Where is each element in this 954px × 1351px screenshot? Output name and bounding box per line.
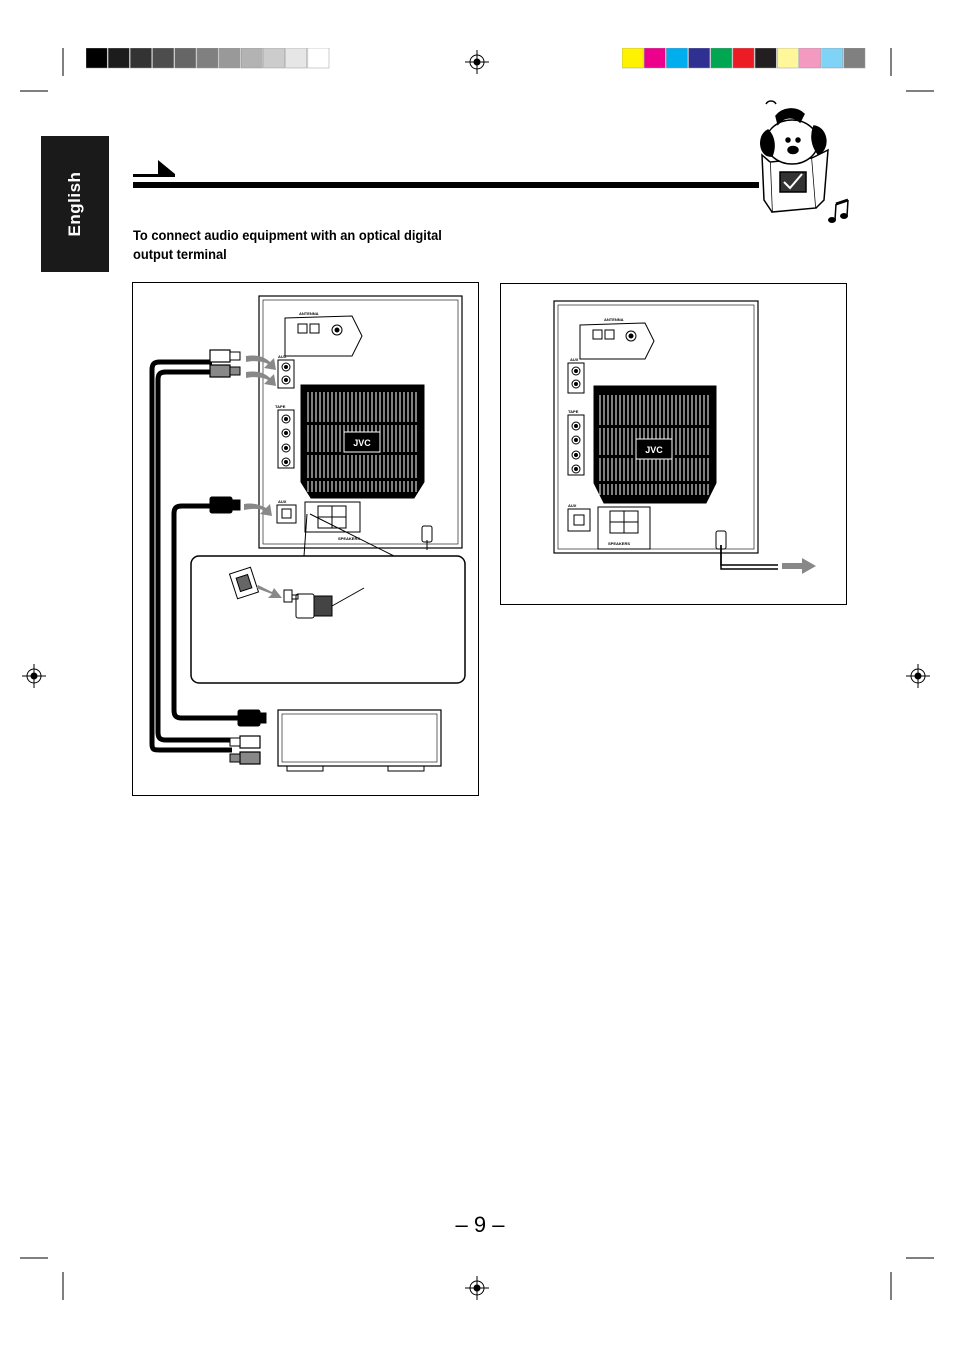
speakers-label-power: SPEAKERS [608, 541, 630, 546]
mascot-dog-illustration [760, 100, 849, 223]
section-arrow-icon [133, 160, 175, 174]
aux-label-power: AUX [570, 357, 579, 362]
registration-mark-bottom [465, 1276, 489, 1300]
grayscale-swatch-9 [285, 47, 308, 69]
brand-logo: JVC [353, 438, 371, 448]
color-swatch-10 [843, 47, 866, 69]
grayscale-calibration-bar [85, 47, 330, 69]
grayscale-swatch-3 [152, 47, 174, 69]
language-tab-label: English [65, 171, 84, 237]
registration-mark-top [465, 50, 489, 74]
antenna-label: ANTENNA [299, 311, 319, 316]
grayscale-swatch-6 [218, 47, 241, 69]
grayscale-swatches [85, 47, 330, 69]
external-audio-equipment [277, 709, 442, 772]
section-header-rule [133, 160, 759, 188]
brand-logo-power: JVC [645, 445, 663, 455]
color-swatch-3 [688, 47, 710, 69]
rca-cable [149, 349, 261, 765]
color-swatch-7 [777, 47, 799, 69]
color-swatches [621, 47, 866, 69]
connection-diagram: ANTENNA AUX TAPE AUX SPEAKERS JVC [149, 295, 466, 772]
grayscale-swatch-1 [107, 47, 130, 69]
diagram-frame-power [500, 283, 847, 605]
aux-label: AUX [278, 354, 287, 359]
color-swatch-6 [754, 47, 777, 69]
grayscale-swatch-8 [263, 47, 285, 69]
page-number: – 9 – [455, 1212, 505, 1237]
optical-plug-callout [190, 513, 466, 684]
digital-aux-label-power: AUX [568, 503, 577, 508]
diagram-frame-connection [132, 282, 479, 796]
music-note-icon [828, 198, 849, 223]
speakers-label: SPEAKERS [338, 536, 360, 541]
digital-aux-label: AUX [278, 499, 287, 504]
grayscale-swatch-10 [307, 47, 330, 69]
grayscale-swatch-2 [130, 47, 152, 69]
color-swatch-4 [710, 47, 733, 69]
section-divider [133, 182, 759, 188]
grayscale-swatch-7 [241, 47, 263, 69]
grayscale-swatch-5 [196, 47, 219, 69]
grayscale-swatch-4 [174, 47, 197, 69]
optical-cable [171, 496, 267, 727]
registration-mark-left [22, 664, 46, 688]
grayscale-swatch-0 [85, 47, 108, 69]
registration-mark-right [906, 664, 930, 688]
language-tab: English [41, 136, 109, 272]
color-swatch-2 [666, 47, 688, 69]
color-swatch-5 [732, 47, 755, 69]
section-caption: To connect audio equipment with an optic… [133, 227, 442, 262]
tape-label: TAPE [275, 404, 286, 409]
unit-rear-panel [258, 295, 463, 550]
unit-rear-panel-power [553, 300, 778, 570]
color-swatch-1 [643, 47, 666, 69]
color-calibration-bar [621, 47, 866, 69]
color-swatch-9 [821, 47, 844, 69]
color-swatch-8 [799, 47, 821, 69]
power-arrow-icon [782, 558, 816, 574]
power-diagram: ANTENNA AUX TAPE AUX SPEAKERS JVC [553, 300, 816, 574]
tape-label-power: TAPE [568, 409, 579, 414]
color-swatch-0 [621, 47, 644, 69]
antenna-label-power: ANTENNA [604, 317, 624, 322]
connection-arrows [244, 355, 276, 516]
